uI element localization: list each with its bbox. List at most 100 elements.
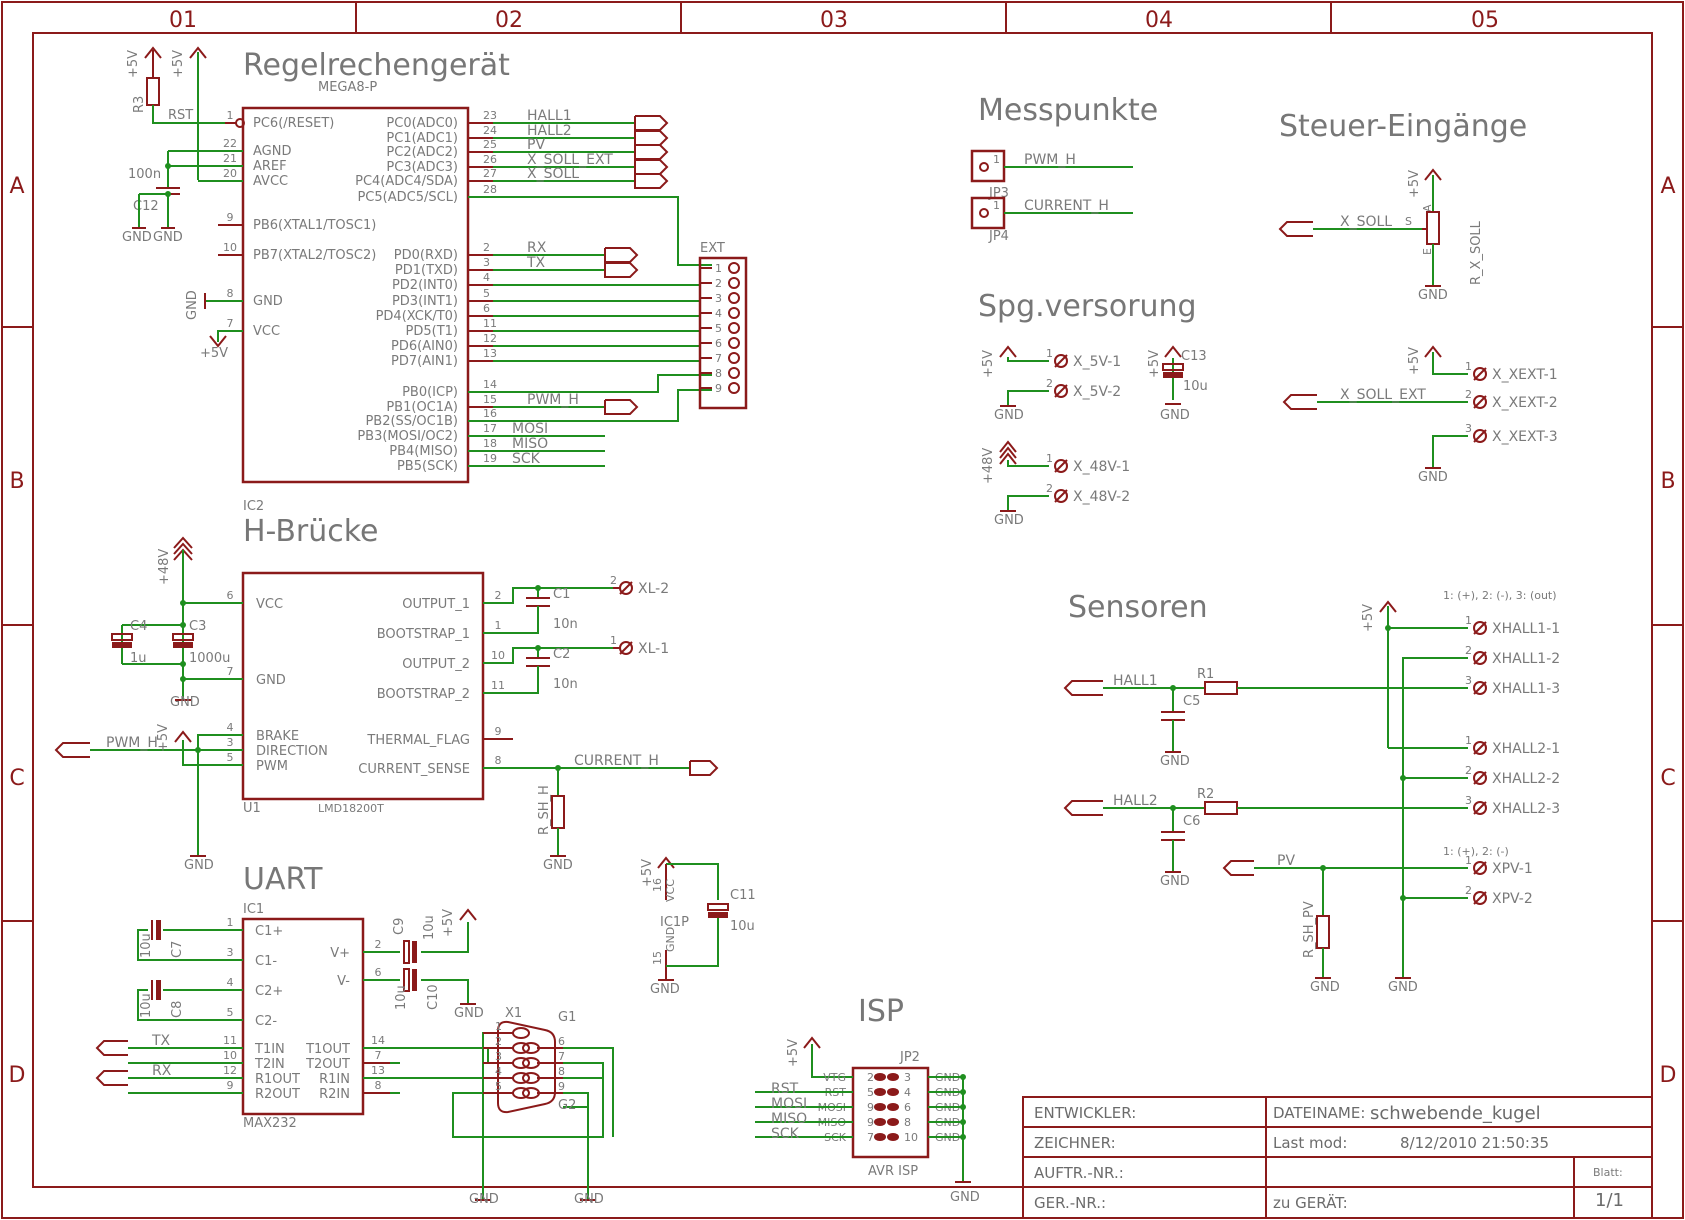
- c1-label: C1: [553, 587, 570, 602]
- r1-resistor: [1204, 681, 1238, 695]
- pin-number: 6: [715, 337, 722, 350]
- uart-pin-name: T1OUT: [305, 1042, 350, 1057]
- ic1p-vcc-pin-label: VCC: [664, 879, 677, 902]
- pin-number: 1: [227, 109, 234, 122]
- ic1p-label: IC1P: [660, 915, 689, 930]
- net-label: PV: [527, 137, 545, 153]
- section-title-uart: UART: [243, 862, 323, 897]
- pin-number: 4: [227, 976, 234, 989]
- gnd-label: GND: [994, 513, 1024, 528]
- c13-label: C13: [1181, 349, 1207, 364]
- sensor-terminal-label: XHALL2-3: [1492, 801, 1560, 817]
- pin-number: 3: [1465, 794, 1472, 807]
- pin-number: 2: [483, 241, 490, 254]
- r-x-soll-label: R_X_SOLL: [1469, 220, 1484, 285]
- c10-label: C10: [426, 984, 441, 1010]
- plus5v-label: +5V: [1407, 170, 1422, 198]
- section-title-isp: ISP: [858, 994, 904, 1029]
- pin-number: 7: [227, 317, 234, 330]
- section-title-sensoren: Sensoren: [1068, 590, 1208, 625]
- pin-number: 1: [1465, 854, 1472, 867]
- u1-part-label: LMD18200T: [318, 802, 384, 815]
- tb-zugeraet-label: zu GERÄT:: [1273, 1193, 1348, 1212]
- pin-number: 10: [223, 241, 237, 254]
- hbridge-pin-name: BOOTSTRAP_2: [377, 687, 470, 702]
- pin-number: 8: [904, 1116, 911, 1129]
- pin-number: 2: [610, 574, 617, 587]
- r-sh-pv-label: R_SH_PV: [1302, 901, 1317, 958]
- gnd-label: GND: [170, 695, 200, 710]
- gnd-label: GND: [1418, 470, 1448, 485]
- plus5v-label: +5V: [640, 859, 655, 887]
- isp-net-label: SCK: [771, 1126, 800, 1142]
- net-label: PWM_H: [527, 392, 579, 408]
- mcu-pin-name: PD6(AIN0): [391, 339, 458, 354]
- row-label: C: [9, 766, 24, 791]
- pin-number: 7: [375, 1049, 382, 1062]
- gnd-label: GND: [469, 1192, 499, 1207]
- tb-zeichner-label: ZEICHNER:: [1034, 1134, 1116, 1152]
- tb-blatt-label: Blatt:: [1593, 1166, 1623, 1179]
- pin-number: 3: [227, 736, 234, 749]
- ic1-label: IC1: [243, 902, 264, 917]
- pin-number: 5: [483, 287, 490, 300]
- sensor-terminal-label: XHALL1-3: [1492, 681, 1560, 697]
- pin-number: 5: [867, 1086, 874, 1099]
- pin-number: 11: [223, 1034, 237, 1047]
- pin-number: 27: [483, 167, 497, 180]
- jp4-label: JP4: [988, 229, 1009, 244]
- pin-number: 3: [1465, 674, 1472, 687]
- gnd-label: GND: [650, 982, 680, 997]
- pin-number: 5: [495, 1080, 502, 1093]
- mcu-pin-name: PB5(SCK): [397, 459, 458, 474]
- c8-value-label: 10u: [139, 993, 154, 1018]
- row-label: D: [1660, 1063, 1677, 1088]
- gnd-label: GND: [574, 1192, 604, 1207]
- mcu-pin-name: PB0(ICP): [402, 385, 458, 400]
- pin-number: 17: [483, 422, 497, 435]
- row-label: B: [9, 469, 24, 494]
- tb-dateiname-label: DATEINAME:: [1273, 1104, 1365, 1122]
- mcu-pin-name: AREF: [253, 159, 287, 174]
- gnd-label: GND: [1388, 980, 1418, 995]
- mcu-pin-name: GND: [253, 294, 283, 309]
- net-hall1-label: HALL1: [1113, 673, 1158, 689]
- pin-number: 9: [715, 382, 722, 395]
- pin-number: 16: [651, 878, 664, 892]
- uart-pin-name: C1+: [255, 924, 283, 939]
- section-title-spg-versorung: Spg.versorung: [978, 289, 1197, 324]
- plus5v-label: +5V: [441, 909, 456, 937]
- pin-number: 2: [495, 589, 502, 602]
- c11-capacitor: [707, 903, 729, 911]
- jp2-label: JP2: [899, 1050, 920, 1065]
- isp-net-label: RST: [771, 1081, 799, 1097]
- pin-number: 22: [223, 137, 237, 150]
- isp-connector-jp2: JP2 AVR ISP +5V 2VTG5RSTRST9MOSIMOSI9MIS…: [755, 1036, 980, 1205]
- pin-number: 28: [483, 183, 497, 196]
- uart-pin-name: T2IN: [254, 1057, 285, 1072]
- c5-label: C5: [1183, 694, 1200, 709]
- sensor-terminal-label: XHALL2-2: [1492, 771, 1560, 787]
- pin-number: 5: [715, 322, 722, 335]
- plus5v-label: +5V: [126, 50, 141, 78]
- plus5v-label: +5V: [1361, 604, 1376, 632]
- spannungsversorgung: +5V GND +5V C13 10u GND +48V GND 1X_5V-1…: [981, 345, 1208, 528]
- hbridge-pin-name: OUTPUT_1: [402, 597, 470, 612]
- pin-number: 1: [993, 199, 1000, 212]
- pin-number: 4: [495, 1065, 502, 1078]
- mcu-pin-name: VCC: [253, 324, 280, 339]
- pin-number: 2: [715, 277, 722, 290]
- hbridge-pin-name: BOOTSTRAP_1: [377, 627, 470, 642]
- mcu-pin-name: PD5(T1): [406, 324, 458, 339]
- pin-number: 2: [1465, 764, 1472, 777]
- uart-pin-name: R2OUT: [255, 1087, 300, 1102]
- pin-number: 12: [223, 1064, 237, 1077]
- pin-number: 9: [495, 725, 502, 738]
- c4-value-label: 1u: [130, 651, 147, 666]
- pin-number: 3: [715, 292, 722, 305]
- net-tx-label: TX: [151, 1033, 171, 1049]
- pin-number: 3: [904, 1071, 911, 1084]
- c13-value-label: 10u: [1183, 379, 1208, 394]
- r3-resistor: [146, 77, 160, 106]
